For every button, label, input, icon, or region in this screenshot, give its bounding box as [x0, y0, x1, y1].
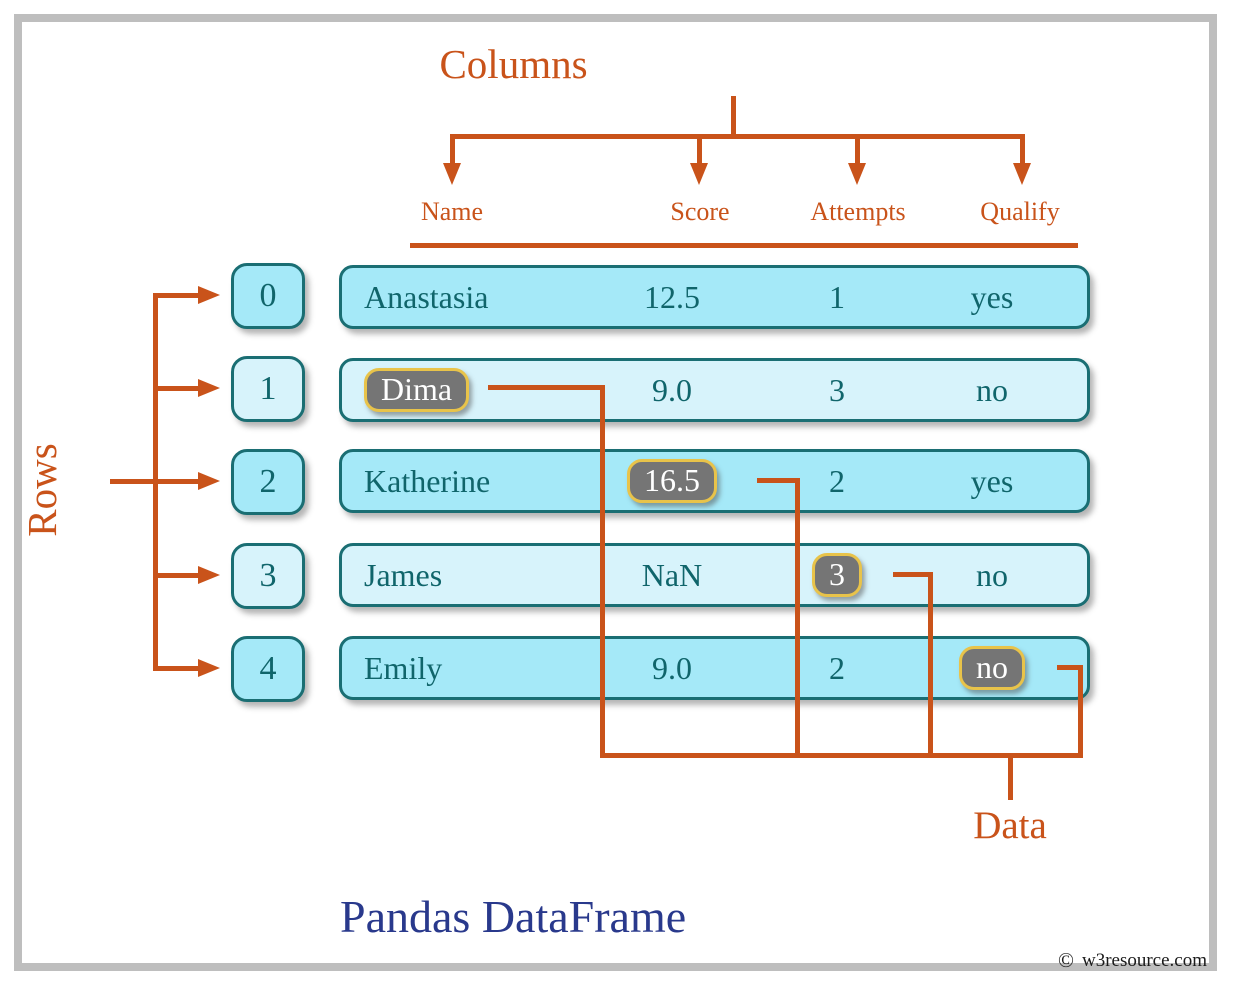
cell-qualify[interactable]: no	[976, 371, 1008, 408]
data-drop-qualify	[1078, 665, 1083, 757]
column-header-attempts: Attempts	[810, 197, 906, 226]
cell-name[interactable]: Emily	[364, 649, 443, 686]
columns-arrow-score	[690, 163, 708, 185]
rows-branch-0	[153, 293, 203, 298]
table-row[interactable]: James NaN 3 no	[339, 543, 1090, 607]
data-drop-attempts	[928, 572, 933, 757]
columns-drop-qualify	[1020, 134, 1025, 168]
cell-attempts[interactable]: 3	[829, 371, 845, 408]
data-stem	[1008, 753, 1013, 800]
cell-name[interactable]: Anastasia	[364, 278, 489, 315]
cell-name[interactable]: James	[364, 556, 443, 593]
row-index-0[interactable]: 0	[231, 263, 305, 329]
data-elbow-dima	[488, 385, 605, 390]
cell-score[interactable]: NaN	[641, 556, 703, 593]
columns-bracket-bar	[450, 134, 1025, 139]
cell-score[interactable]: 12.5	[644, 278, 700, 315]
columns-arrow-attempts	[848, 163, 866, 185]
cell-qualify[interactable]: yes	[970, 462, 1014, 499]
columns-drop-score	[697, 134, 702, 168]
data-bus	[600, 753, 1083, 758]
table-row[interactable]: Emily 9.0 2 no	[339, 636, 1090, 700]
cell-attempts[interactable]: 2	[829, 462, 845, 499]
columns-label: Columns	[439, 41, 588, 87]
cell-score[interactable]: 9.0	[652, 371, 692, 408]
data-elbow-attempts	[893, 572, 933, 577]
data-drop-dima	[600, 385, 605, 757]
column-header-qualify: Qualify	[980, 197, 1060, 226]
rows-arrow-0	[198, 286, 220, 304]
data-elbow-qualify	[1057, 665, 1083, 670]
rows-arrow-2	[198, 472, 220, 490]
table-row[interactable]: Anastasia 12.5 1 yes	[339, 265, 1090, 329]
copyright-icon: ©	[1058, 948, 1074, 972]
header-underline	[410, 243, 1078, 248]
column-header-score: Score	[670, 197, 730, 226]
cell-qualify[interactable]: no	[912, 639, 1072, 697]
cell-attempts[interactable]: 1	[829, 278, 845, 315]
watermark: © w3resource.com	[1058, 948, 1207, 973]
highlighted-cell-score[interactable]: 16.5	[627, 459, 717, 503]
row-index-3[interactable]: 3	[231, 543, 305, 609]
row-index-1[interactable]: 1	[231, 356, 305, 422]
cell-score[interactable]: 16.5	[592, 452, 752, 510]
column-header-name: Name	[420, 197, 484, 226]
highlighted-cell-qualify[interactable]: no	[959, 646, 1025, 690]
row-index-4[interactable]: 4	[231, 636, 305, 702]
table-row[interactable]: Katherine 16.5 2 yes	[339, 449, 1090, 513]
rows-branch-3	[153, 573, 203, 578]
rows-arrow-3	[198, 566, 220, 584]
table-row[interactable]: Dima 9.0 3 no	[339, 358, 1090, 422]
highlighted-cell-attempts[interactable]: 3	[812, 553, 862, 597]
cell-name[interactable]: Dima	[352, 361, 594, 419]
rows-arrow-1	[198, 379, 220, 397]
columns-drop-attempts	[855, 134, 860, 168]
row-index-2[interactable]: 2	[231, 449, 305, 515]
data-elbow-score	[757, 478, 800, 483]
columns-arrow-qualify	[1013, 163, 1031, 185]
cell-qualify[interactable]: yes	[970, 278, 1014, 315]
cell-attempts[interactable]: 2	[829, 649, 845, 686]
rows-arrow-4	[198, 659, 220, 677]
rows-branch-4	[153, 666, 203, 671]
cell-name[interactable]: Katherine	[364, 462, 491, 499]
rows-branch-1	[153, 386, 203, 391]
columns-drop-name	[450, 134, 455, 168]
rows-stem	[110, 479, 158, 484]
watermark-text: w3resource.com	[1081, 949, 1207, 971]
page-title: Pandas DataFrame	[340, 891, 687, 942]
cell-attempts[interactable]: 3	[772, 546, 902, 604]
rows-label: Rows	[19, 443, 65, 537]
data-label: Data	[973, 804, 1047, 847]
columns-arrow-name	[443, 163, 461, 185]
cell-qualify[interactable]: no	[976, 556, 1008, 593]
highlighted-cell-name[interactable]: Dima	[364, 368, 470, 412]
data-drop-score	[795, 478, 800, 757]
column-header-row: Name Score Attempts Qualify	[410, 197, 1078, 239]
rows-branch-2	[153, 479, 203, 484]
cell-score[interactable]: 9.0	[652, 649, 692, 686]
columns-stem	[731, 96, 736, 138]
